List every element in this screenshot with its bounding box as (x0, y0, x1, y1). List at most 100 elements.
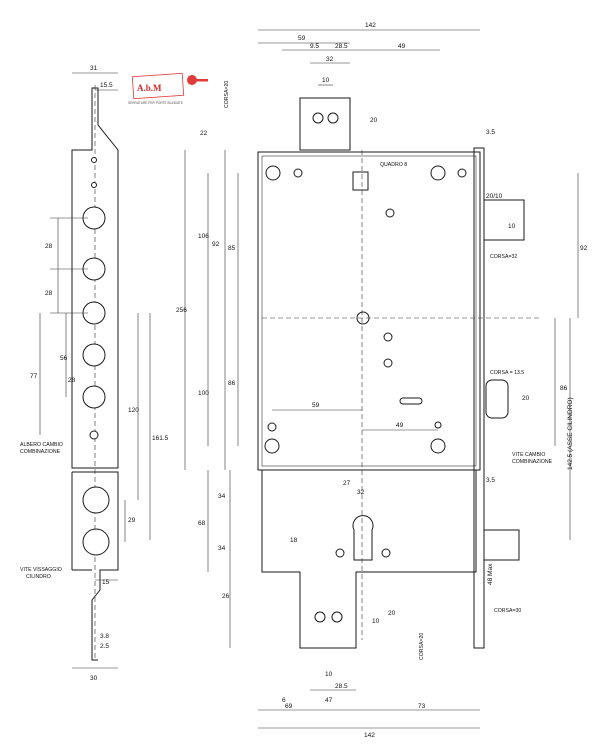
case-screw-hole (265, 165, 281, 181)
dim-label: 34 (218, 545, 226, 552)
tab-hole (314, 611, 326, 623)
dim-label: 26 (222, 593, 230, 600)
brand-logo: A.b.M SERRATURE PER PORTE BLINDATE (128, 72, 208, 105)
dim-label: 28 (68, 377, 76, 384)
label-quadro: QUADRO 8 (380, 162, 407, 168)
dim-label: 20 (370, 117, 378, 124)
bolt-upper (483, 199, 525, 241)
dim-label: 6 (282, 697, 286, 704)
dim-label: 32 (357, 489, 365, 496)
dim-label: 20 (522, 395, 530, 402)
front-plate (473, 147, 485, 649)
faceplate-side-view: 31 15.5 28 28 56 77 28 120 161.5 29 15 3… (20, 65, 169, 682)
dim-label: 31 (90, 65, 98, 72)
case-screw-hole (267, 422, 277, 432)
label-corsa32: CORSA=32 (490, 254, 517, 260)
faceplate-hole (82, 486, 110, 514)
dim-label: 49 (396, 422, 404, 429)
case-screw-hole (430, 438, 446, 454)
label-albero-2: COMBINAZIONE (20, 449, 61, 455)
label-albero: ALBERO CAMBIO (20, 442, 63, 448)
dim-label: 47 (325, 697, 333, 704)
cylinder-screw (335, 548, 345, 558)
dim-label: 28 (45, 290, 53, 297)
dim-label: 28.5 (335, 683, 348, 690)
dim-label: 3.8 (100, 633, 109, 640)
bolt-lower (483, 529, 520, 561)
dim-label: 3.5 (486, 129, 495, 136)
lock-case (257, 151, 481, 471)
dim-label: 161.5 (152, 435, 169, 442)
cylinder-cutout (352, 515, 374, 561)
dim-label: 18 (290, 537, 298, 544)
dim-label: 59 (298, 35, 306, 42)
case-screw-hole (264, 438, 280, 454)
faceplate-upper-outline (71, 87, 119, 469)
dim-label: 28.5 (335, 43, 348, 50)
dim-label: 256 (176, 307, 187, 314)
dim-label: 59 (312, 402, 320, 409)
dim-label: 15 (102, 579, 110, 586)
dim-label: 85 (228, 245, 236, 252)
cylinder-screw (381, 548, 391, 558)
dim-label: 22 (200, 130, 208, 137)
case-screw (383, 358, 393, 368)
dim-label: 10 (508, 223, 516, 230)
quadro-spindle (352, 171, 369, 191)
dim-label: 20 (388, 610, 396, 617)
dim-label: 29 (128, 517, 136, 524)
case-screw (383, 332, 393, 342)
slot (399, 397, 423, 405)
label-vite-cambio: VITE CAMBIO (512, 452, 545, 458)
top-tab (299, 97, 351, 151)
label-vite-2: CILINDRO (26, 574, 51, 580)
dim-label: 86 (560, 385, 568, 392)
label-corsa13: CORSA = 13.5 (490, 370, 524, 376)
faceplate-hole (82, 528, 110, 556)
dim-label: 142 (364, 732, 375, 739)
dim-label: 68 (198, 520, 206, 527)
dim-label: 10 (322, 77, 330, 84)
tab-hole (312, 112, 324, 124)
dim-label: 28 (45, 243, 53, 250)
dim-label: 92 (212, 241, 220, 248)
cylinder-housing (261, 470, 477, 649)
faceplate-hole (82, 385, 106, 409)
dim-label: 92 (580, 245, 588, 252)
dim-label: 9.5 (310, 43, 319, 50)
dim-label: 2.5 (100, 643, 109, 650)
dim-label: 34 (218, 493, 226, 500)
dim-label: 49 (398, 43, 406, 50)
case-screw (385, 208, 395, 218)
key-icon (187, 75, 197, 85)
label-corsa-top: CORSA=20 (224, 81, 230, 108)
label-corsa-bottom: CORSA=20 (419, 633, 425, 660)
dim-label: 10 (372, 618, 380, 625)
key-shaft (196, 79, 208, 82)
lock-case-inner (261, 155, 477, 467)
dim-label: 77 (30, 373, 38, 380)
dim-label: 48 Max (487, 563, 494, 585)
dim-label: 56 (60, 355, 68, 362)
dim-label: 10 (325, 671, 333, 678)
dim-label: 142 (365, 22, 376, 29)
lock-body-front-view: 142 59 9.5 28.5 49 32 10 22 20 3.5 10 6 9… (176, 22, 588, 739)
case-screw-hole (293, 168, 303, 178)
faceplate-screw (89, 430, 99, 440)
dim-label: 100 (198, 390, 209, 397)
logo-frame (131, 72, 185, 100)
dim-label: 30 (90, 675, 98, 682)
dim-label: 20/10 (486, 193, 503, 200)
dim-label: 86 (228, 380, 236, 387)
faceplate-screw (91, 157, 97, 163)
label-corsa30: CORSA=30 (494, 608, 521, 614)
logo-brand: A.b.M (137, 83, 162, 93)
label-vite-cambio-2: COMBINAZIONE (512, 459, 553, 465)
dim-label: 69 (285, 703, 293, 710)
logo-tagline: SERRATURE PER PORTE BLINDATE (128, 101, 183, 105)
dim-label: 15.5 (100, 82, 113, 89)
latch-bolt (485, 379, 509, 419)
tab-hole (331, 611, 343, 623)
faceplate-hole (82, 343, 106, 367)
